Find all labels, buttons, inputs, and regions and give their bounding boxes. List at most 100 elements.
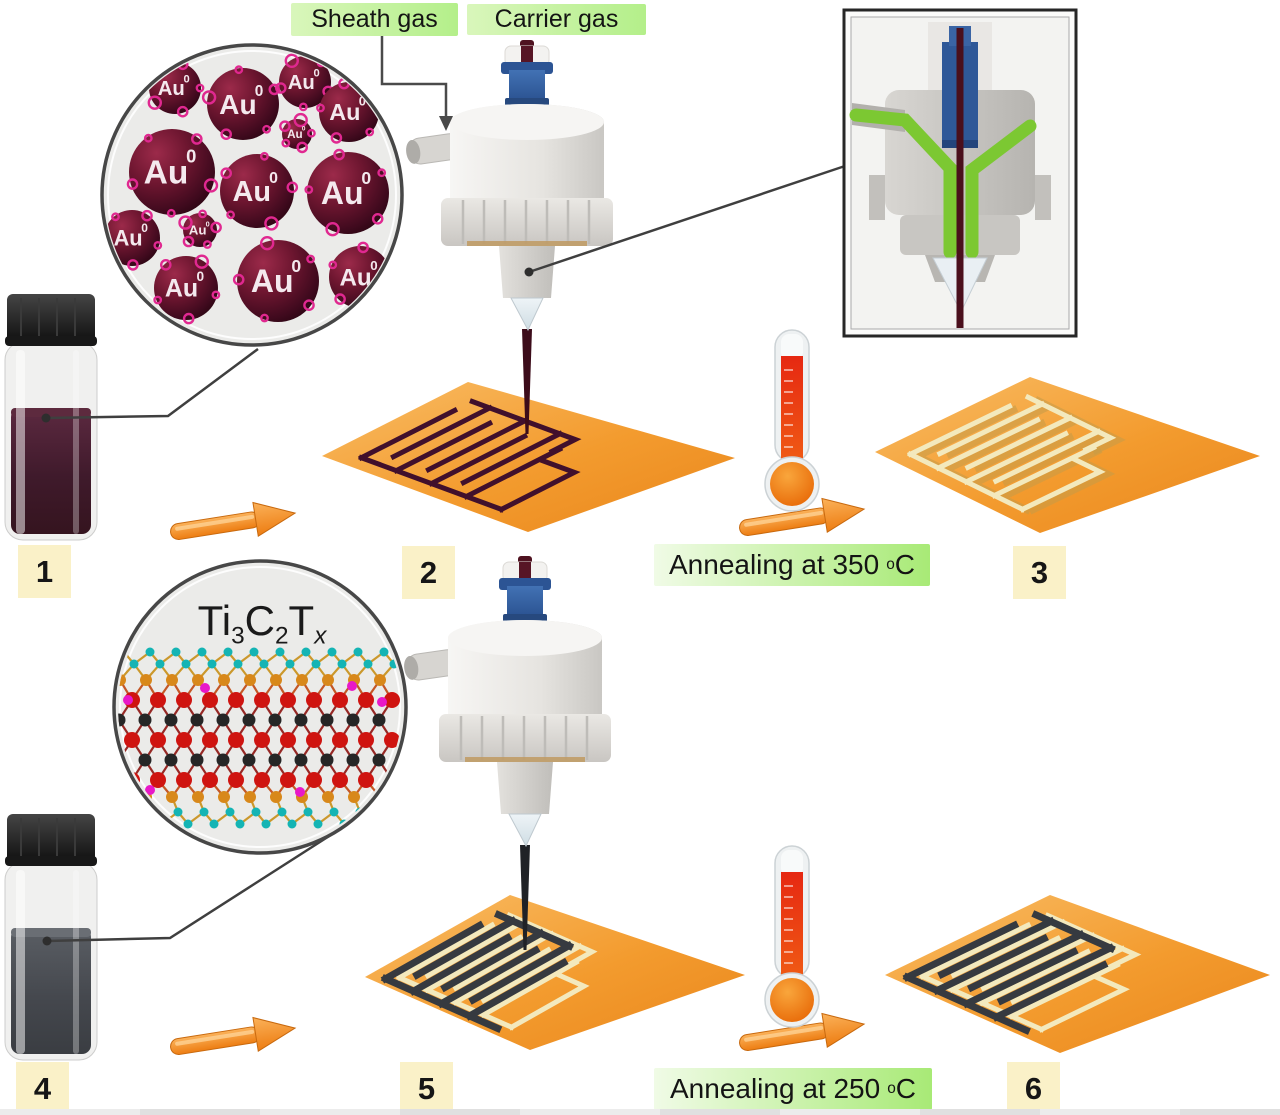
polymer-chain — [264, 216, 279, 231]
au-particle-superscript: 0 — [302, 126, 306, 133]
lattice-bond — [385, 811, 397, 825]
lattice-atom-termination — [123, 695, 133, 705]
lattice-atom — [150, 732, 166, 748]
lattice-atom — [311, 659, 321, 669]
carrier-gas-label: Carrier gas — [467, 4, 646, 35]
au-particle-superscript: 0 — [184, 73, 190, 85]
polymer-chain — [334, 293, 346, 305]
ink-stream-au — [522, 329, 532, 434]
lattice-bond — [369, 811, 387, 825]
polymer-chain — [325, 221, 340, 237]
lattice-atom — [346, 753, 360, 767]
polymer-chain — [303, 299, 315, 312]
lattice-atom — [287, 819, 297, 829]
polymer-chain — [141, 209, 153, 222]
lattice-atom — [173, 807, 183, 817]
carrier-gas-text: Carrier gas — [494, 5, 619, 33]
lattice-atom — [235, 819, 245, 829]
annealing-350-text: Annealing at 350 — [669, 549, 880, 580]
substrate-step5 — [365, 895, 745, 1050]
polymer-chain — [262, 124, 271, 134]
polymer-chain — [176, 105, 189, 118]
formula-sub: 2 — [274, 622, 289, 650]
polymer-chain — [178, 215, 193, 230]
lattice-atom — [190, 713, 204, 727]
degree-sup: o — [886, 556, 895, 573]
lattice-atom — [216, 753, 230, 767]
lattice-atom — [181, 659, 191, 669]
lattice-atom — [280, 772, 296, 788]
lattice-atom — [332, 772, 348, 788]
au-nanoparticle: Au0 — [201, 65, 281, 140]
lattice-atom — [348, 791, 360, 803]
formula-part: C — [244, 597, 275, 644]
lattice-atom-termination — [347, 681, 357, 691]
au-particle-label: Au — [165, 275, 198, 303]
au-nanoparticle: Au0 — [126, 129, 219, 218]
step-badge-5: 5 — [400, 1062, 453, 1115]
lattice-atom — [197, 647, 207, 657]
vial-mxene-ink — [4, 814, 98, 1061]
lattice-atom — [225, 807, 235, 817]
au-particle-label: Au — [144, 155, 189, 192]
polymer-chain — [182, 312, 195, 325]
step-number: 6 — [1024, 1070, 1043, 1106]
polymer-chain — [296, 141, 309, 154]
lattice-atom — [313, 819, 323, 829]
polymer-chain — [127, 259, 139, 271]
au-particle-label: Au — [251, 263, 294, 299]
lattice-atom — [337, 659, 347, 669]
lattice-bond — [118, 796, 128, 813]
polymer-chain — [316, 103, 325, 113]
substrate-step2 — [322, 382, 735, 532]
au-particle-label: Au — [329, 99, 360, 125]
lattice-atom — [327, 647, 337, 657]
polymer-chain — [279, 120, 291, 132]
au-particle-superscript: 0 — [314, 67, 320, 79]
connector-printer-to-inset — [528, 164, 846, 274]
polymer-chain — [328, 260, 338, 270]
lattice-atom — [322, 674, 334, 686]
step-badge-1: 1 — [18, 545, 71, 598]
au-particle-label: Au — [321, 175, 364, 211]
au-particle-label: Au — [339, 265, 371, 292]
au-particle-label: Au — [287, 128, 303, 141]
lattice-atom — [384, 732, 400, 748]
lattice-atom — [207, 659, 217, 669]
lattice-atom — [228, 692, 244, 708]
celsius-unit: C — [895, 1073, 916, 1104]
lattice-atom — [190, 753, 204, 767]
lattice-atom — [251, 807, 261, 817]
formula-sub: 3 — [231, 622, 245, 650]
polymer-chain — [274, 82, 287, 94]
vial-cap — [7, 814, 95, 864]
step-number: 1 — [35, 553, 54, 589]
lattice-atom — [294, 753, 308, 767]
polymer-chain — [232, 273, 245, 286]
au-particle-superscript: 0 — [186, 146, 196, 167]
vial-gold-ink — [4, 294, 98, 541]
polymer-chain — [150, 68, 160, 78]
lattice-atom — [155, 659, 165, 669]
lattice-atom — [176, 732, 192, 748]
lattice-atom-termination — [145, 785, 155, 795]
formula-sub: x — [314, 622, 327, 650]
lattice-atom — [270, 791, 282, 803]
lattice-atom — [218, 674, 230, 686]
lattice-atom — [365, 819, 375, 829]
lattice-atom — [303, 807, 313, 817]
lattice-atom — [192, 791, 204, 803]
polymer-chain — [281, 138, 291, 148]
polymer-chain — [298, 102, 308, 112]
polymer-chain — [195, 83, 205, 93]
formula-part: T — [288, 597, 315, 644]
substrate-step3 — [875, 377, 1260, 533]
annealing-250-text: Annealing at 250 — [670, 1073, 881, 1104]
lattice-atom — [358, 732, 374, 748]
lattice-atom — [306, 732, 322, 748]
substrate-step6 — [885, 895, 1270, 1053]
polymer-chain — [201, 90, 217, 105]
lattice-atom — [306, 772, 322, 788]
